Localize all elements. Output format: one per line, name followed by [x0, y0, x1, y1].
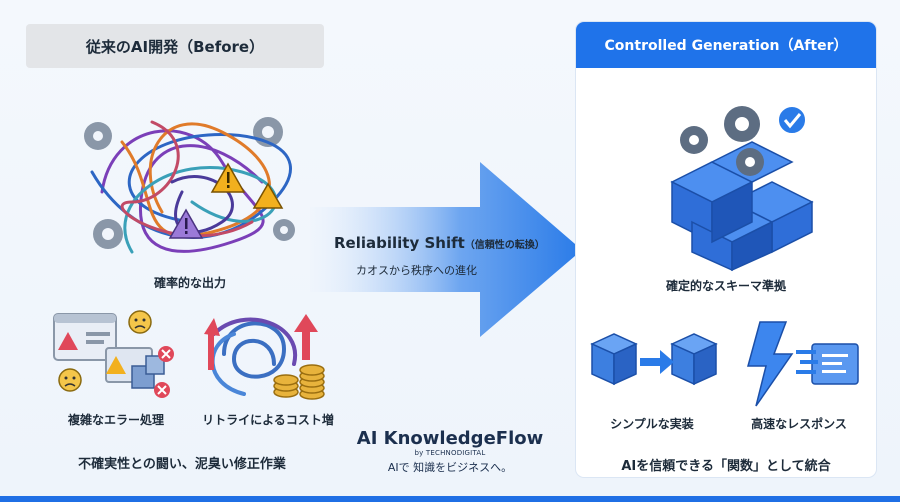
before-summary: 不確実性との闘い、泥臭い修正作業: [78, 457, 286, 472]
after-summary: AIを信頼できる「関数」として統合: [621, 459, 831, 474]
retry-loop-icon: [204, 314, 325, 400]
cube-to-cube-icon: [590, 333, 718, 386]
brand-by: by TECHNODIGITAL: [414, 449, 486, 457]
before-panel: 従来のAI開発（Before） 確率的な出力: [20, 20, 338, 482]
brand-block: AI KnowledgeFlow by TECHNODIGITAL AIで 知識…: [340, 428, 560, 475]
brand-name: AI KnowledgeFlow: [356, 428, 544, 449]
schema-caption: 確定的なスキーマ準拠: [665, 279, 786, 293]
speed-document-icon: [796, 343, 859, 385]
arrow-subtitle: カオスから秩序への進化: [356, 264, 477, 277]
gear-icon: [680, 106, 764, 176]
impl-caption: シンプルな実装: [610, 417, 694, 431]
speed-caption: 高速なレスポンス: [751, 417, 847, 431]
warning-icon: [168, 162, 284, 239]
checkmark-badge-icon: [777, 105, 807, 135]
error-screen-icon: [53, 310, 174, 398]
coin-stack-icon: [273, 364, 325, 400]
bottom-accent-bar: [0, 496, 900, 502]
tangled-wires-icon: [84, 117, 295, 254]
cube-stack-icon: [670, 105, 814, 272]
error-caption: 複雑なエラー処理: [67, 413, 164, 427]
chaos-caption: 確率的な出力: [153, 276, 226, 290]
worried-face-icon: [58, 310, 152, 392]
arrow-title: Reliability Shift（信頼性の転換）: [334, 234, 545, 252]
after-panel: Controlled Generation（After）: [576, 22, 876, 477]
before-header: 従来のAI開発（Before）: [26, 24, 324, 68]
cost-caption: リトライによるコスト増: [202, 413, 334, 427]
shift-arrow-icon: [310, 162, 582, 337]
brand-tagline: AIで 知識をビジネスへ。: [387, 461, 513, 474]
lightning-icon: [747, 321, 859, 407]
after-header: Controlled Generation（After）: [576, 22, 876, 68]
